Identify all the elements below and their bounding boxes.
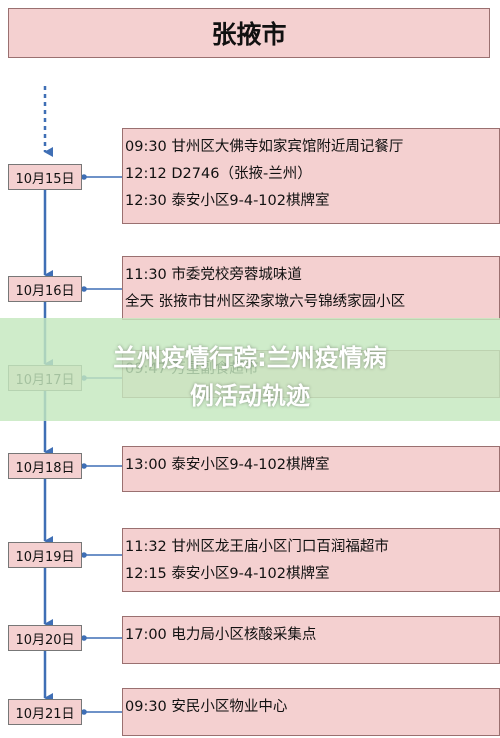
event-line: 12:15 泰安小区9-4-102棋牌室 — [125, 566, 330, 582]
caption-line-1: 兰州疫情行踪:兰州疫情病 — [113, 344, 387, 372]
event-line: 11:30 市委党校旁蓉城味道 — [125, 267, 302, 283]
caption-banner: 兰州疫情行踪:兰州疫情病 例活动轨迹 — [0, 318, 500, 421]
connector-dot — [81, 174, 87, 180]
page-title-text: 张掖市 — [211, 20, 287, 49]
event-line: 09:30 甘州区大佛寺如家宾馆附近周记餐厅 — [125, 139, 404, 155]
event-box: 13:00 泰安小区9-4-102棋牌室 — [122, 446, 500, 492]
event-line: 13:00 泰安小区9-4-102棋牌室 — [125, 457, 330, 473]
date-label: 10月15日 — [15, 171, 75, 187]
date-label: 10月18日 — [15, 460, 75, 476]
event-box: 09:30 甘州区大佛寺如家宾馆附近周记餐厅 12:12 D2746（张掖-兰州）… — [122, 128, 500, 224]
event-box: 17:00 电力局小区核酸采集点 — [122, 616, 500, 664]
caption-line-2: 例活动轨迹 — [190, 382, 310, 410]
event-line: 09:30 安民小区物业中心 — [125, 699, 288, 715]
date-node: 10月16日 — [8, 276, 82, 302]
event-line: 12:12 D2746（张掖-兰州） — [125, 166, 312, 182]
date-label: 10月19日 — [15, 549, 75, 565]
connector-dot — [81, 286, 87, 292]
event-line: 17:00 电力局小区核酸采集点 — [125, 627, 317, 643]
event-line: 11:32 甘州区龙王庙小区门口百润福超市 — [125, 539, 389, 555]
page-title: 张掖市 — [8, 8, 490, 58]
connector-dot — [81, 463, 87, 469]
event-line: 12:30 泰安小区9-4-102棋牌室 — [125, 193, 330, 209]
date-node: 10月19日 — [8, 542, 82, 568]
event-box: 09:30 安民小区物业中心 — [122, 688, 500, 736]
event-line: 全天 张掖市甘州区梁家墩六号锦绣家园小区 — [125, 294, 406, 310]
date-label: 10月21日 — [15, 706, 75, 722]
date-label: 10月20日 — [15, 632, 75, 648]
connector-dot — [81, 552, 87, 558]
date-label: 10月16日 — [15, 283, 75, 299]
connector-dot — [81, 635, 87, 641]
date-node: 10月18日 — [8, 453, 82, 479]
event-box: 11:32 甘州区龙王庙小区门口百润福超市 12:15 泰安小区9-4-102棋牌… — [122, 528, 500, 592]
date-node: 10月21日 — [8, 699, 82, 725]
date-node: 10月15日 — [8, 164, 82, 190]
date-node: 10月20日 — [8, 625, 82, 651]
event-box: 11:30 市委党校旁蓉城味道全天 张掖市甘州区梁家墩六号锦绣家园小区 — [122, 256, 500, 320]
connector-dot — [81, 709, 87, 715]
